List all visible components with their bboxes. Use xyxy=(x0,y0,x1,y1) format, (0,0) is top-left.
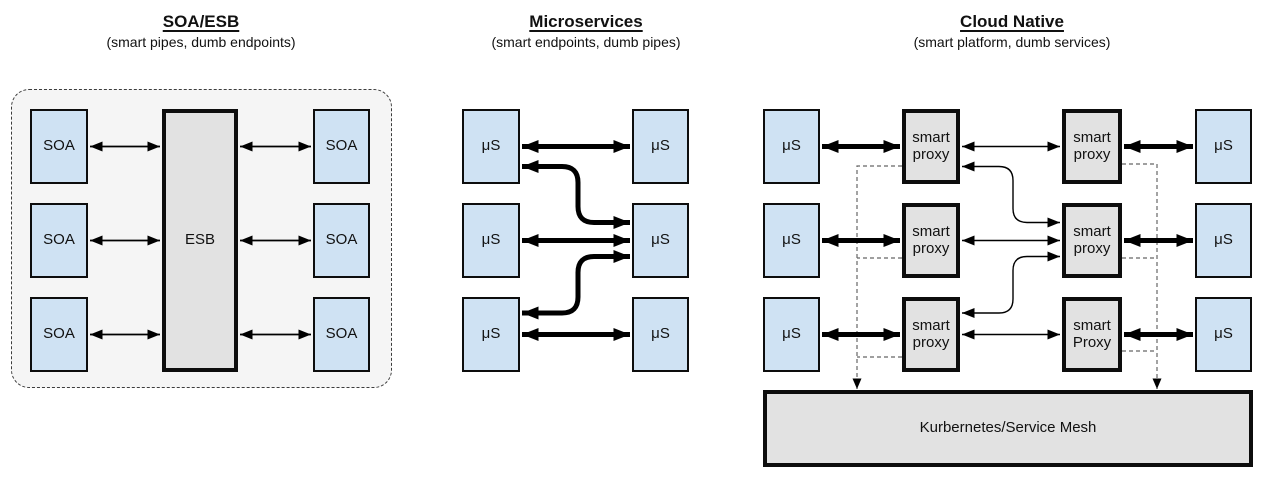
microservice-box: μS xyxy=(1195,297,1252,372)
microservice-box: μS xyxy=(763,203,820,278)
microservice-box: μS xyxy=(632,109,689,184)
microservices-crosslink-bottom xyxy=(522,250,630,320)
smart-proxy-box: smart proxy xyxy=(1062,109,1122,184)
smart-proxy-box: smart proxy xyxy=(1062,203,1122,278)
microservice-box: μS xyxy=(763,109,820,184)
cloud-native-subtitle: (smart platform, dumb services) xyxy=(913,34,1111,50)
soa-service-box: SOA xyxy=(30,203,88,278)
soa-esb-subtitle: (smart pipes, dumb endpoints) xyxy=(106,34,296,50)
microservice-box: μS xyxy=(462,109,520,184)
cloudnative-proxy-crosslink-top xyxy=(962,161,1060,228)
smart-proxy-box: smart proxy xyxy=(902,109,960,184)
soa-esb-title: SOA/ESB xyxy=(162,12,240,31)
microservice-box: μS xyxy=(1195,109,1252,184)
soa-service-box: SOA xyxy=(30,297,88,372)
microservices-crosslink-top xyxy=(522,160,630,229)
microservices-header: Microservices (smart endpoints, dumb pip… xyxy=(426,12,746,50)
cloudnative-proxy-crosslink-bottom xyxy=(962,251,1060,318)
cloud-native-header: Cloud Native (smart platform, dumb servi… xyxy=(852,12,1172,50)
cloudnative-mesh-dashed-left xyxy=(852,165,902,389)
microservice-box: μS xyxy=(462,297,520,372)
microservice-box: μS xyxy=(763,297,820,372)
microservice-box: μS xyxy=(462,203,520,278)
soa-esb-header: SOA/ESB (smart pipes, dumb endpoints) xyxy=(41,12,361,50)
microservice-box: μS xyxy=(632,297,689,372)
smart-proxy-box: smart proxy xyxy=(902,203,960,278)
soa-service-box: SOA xyxy=(313,203,370,278)
soa-service-box: SOA xyxy=(313,297,370,372)
service-mesh-platform-box: Kurbernetes/Service Mesh xyxy=(763,390,1253,467)
soa-service-box: SOA xyxy=(30,109,88,184)
microservice-box: μS xyxy=(1195,203,1252,278)
microservice-box: μS xyxy=(632,203,689,278)
microservices-subtitle: (smart endpoints, dumb pipes) xyxy=(491,34,681,50)
microservices-title: Microservices xyxy=(529,12,643,31)
esb-bus-box: ESB xyxy=(162,109,238,372)
smart-proxy-box: smart proxy xyxy=(902,297,960,372)
cloudnative-mesh-dashed-right xyxy=(1122,163,1162,389)
smart-proxy-box: smart Proxy xyxy=(1062,297,1122,372)
soa-service-box: SOA xyxy=(313,109,370,184)
cloud-native-title: Cloud Native xyxy=(960,12,1064,31)
